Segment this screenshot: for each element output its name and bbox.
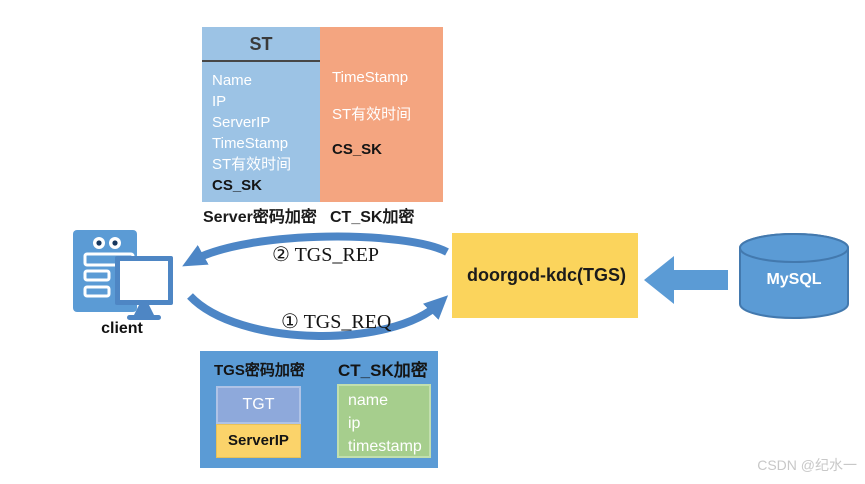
monitor-base-shape [127, 315, 161, 320]
kdc-box: doorgod-kdc(TGS) [452, 233, 638, 318]
kdc-label: doorgod-kdc(TGS) [467, 265, 626, 285]
ct-sk-encrypt-caption-top: CT_SK加密 [330, 209, 415, 226]
tgs-req-label: ① TGS_REQ [281, 311, 392, 333]
client-computer-icon [73, 230, 173, 320]
tgs-request-box: TGS密码加密 CT_SK加密 TGT ServerIP name ip tim… [200, 351, 438, 468]
tower-slot-3 [83, 285, 111, 298]
monitor-stand-shape [134, 305, 154, 315]
request-reply-arrows [182, 232, 449, 340]
tgs-rep-label: ② TGS_REP [272, 244, 380, 266]
st-ticket-plain-fields: Name IP ServerIP TimeStamp ST有效时间 [212, 72, 292, 173]
ct-sk-encrypt-caption-bottom: CT_SK加密 [338, 361, 428, 380]
server-ip-box: ServerIP [216, 424, 301, 458]
mysql-label: MySQL [766, 271, 822, 288]
tgs-rep-arrow [182, 232, 449, 267]
watermark: CSDN @纪水一 [757, 457, 857, 473]
mysql-database-icon [739, 233, 849, 319]
st-ticket-left-panel: ST Name IP ServerIP TimeStamp ST有效时间 CS_… [202, 27, 320, 202]
tgs-password-encrypt-caption: TGS密码加密 [214, 362, 305, 379]
tgt-box: TGT [216, 386, 301, 424]
st-ticket-title: ST [202, 27, 320, 62]
tgs-req-arrow [187, 293, 449, 340]
db-to-kdc-arrow [644, 256, 728, 304]
st-ticket-encrypted-key-field: CS_SK [332, 141, 383, 158]
server-password-encrypt-caption: Server密码加密 [203, 209, 317, 226]
st-ticket-right-panel: TimeStamp ST有效时间 CS_SK [320, 27, 443, 202]
st-ticket-plain-key-field: CS_SK [212, 177, 263, 194]
tower-slot-2 [83, 269, 111, 282]
client-label: client [101, 320, 143, 337]
session-fields-box: name ip timestamp [337, 384, 431, 458]
st-ticket-encrypted-fields: TimeStamp ST有效时间 [332, 69, 412, 123]
monitor-screen-shape [120, 261, 168, 300]
